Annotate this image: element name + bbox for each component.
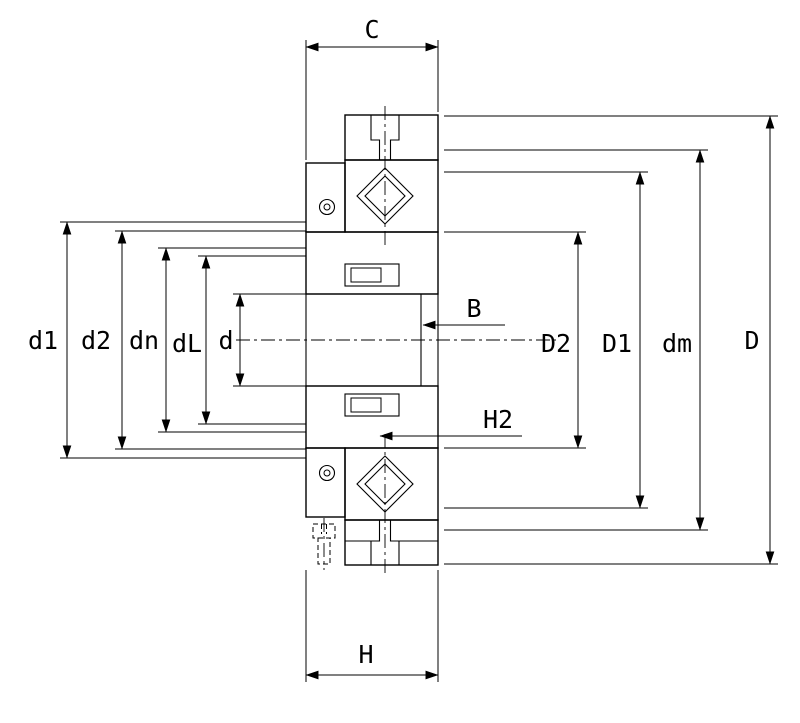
dimension-D1: D1 xyxy=(444,171,648,509)
seal-ball-bottom-inner xyxy=(323,469,331,477)
dim-label-D2: D2 xyxy=(541,329,571,358)
slot-top xyxy=(344,263,400,287)
bolt-hole-bottom xyxy=(370,519,400,566)
slot-plug-top xyxy=(350,267,382,283)
dim-label-d1: d1 xyxy=(28,326,58,355)
slot-plug-bottom xyxy=(350,397,382,413)
dim-label-dn: dn xyxy=(129,326,159,355)
slot-bottom xyxy=(344,393,400,417)
dim-label-d2: d2 xyxy=(81,326,111,355)
dimension-d2: d2 xyxy=(81,230,306,450)
dimension-d1: d1 xyxy=(28,221,306,459)
dimension-h: H xyxy=(305,570,439,682)
seal-ball-top xyxy=(318,198,336,216)
dim-label-b: B xyxy=(466,294,481,323)
dim-label-h2: H2 xyxy=(483,405,513,434)
dim-label-d: d xyxy=(218,326,233,355)
centerlines xyxy=(236,106,556,577)
dimension-d: d xyxy=(218,293,306,387)
flange-bottom xyxy=(344,519,439,566)
dimension-D: D xyxy=(444,115,778,565)
dimension-dm: dm xyxy=(444,149,708,531)
dimension-dl: dL xyxy=(172,255,306,425)
seal-ball-top-inner xyxy=(323,203,331,211)
hidden-bolt xyxy=(312,518,336,570)
dimension-h2: H2 xyxy=(379,405,522,441)
dim-label-D1: D1 xyxy=(602,329,632,358)
dimension-D2: D2 xyxy=(444,231,586,449)
seal-ball-bottom xyxy=(318,464,336,482)
dim-label-D: D xyxy=(744,326,759,355)
dim-label-c: C xyxy=(364,15,379,44)
dimension-b: B xyxy=(422,294,505,330)
dimension-c: C xyxy=(305,15,439,160)
dim-label-dl: dL xyxy=(172,329,202,358)
dim-label-h: H xyxy=(358,640,373,669)
dimension-dn: dn xyxy=(129,247,306,433)
dim-label-dm: dm xyxy=(662,329,692,358)
